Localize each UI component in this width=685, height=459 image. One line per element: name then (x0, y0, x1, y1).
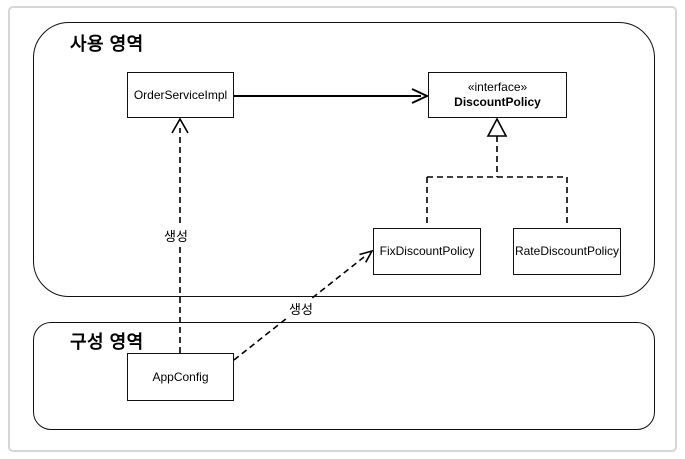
node-app-config: AppConfig (127, 353, 234, 401)
edge-label-create-fix-discount: 생성 (288, 299, 314, 318)
config-area-title: 구성 영역 (70, 332, 144, 352)
node-label: RateDiscountPolicy (514, 244, 620, 258)
node-label: AppConfig (152, 369, 209, 384)
node-label: OrderServiceImpl (133, 87, 228, 102)
node-discount-policy-interface: «interface» DiscountPolicy (428, 72, 567, 118)
node-label: DiscountPolicy (454, 95, 541, 109)
node-rate-discount-policy: RateDiscountPolicy (513, 228, 621, 275)
usage-area-title: 사용 영역 (70, 34, 144, 54)
node-order-service-impl: OrderServiceImpl (127, 72, 234, 118)
node-fix-discount-policy: FixDiscountPolicy (373, 228, 481, 275)
edge-label-create-order-service: 생성 (163, 226, 189, 245)
node-label: FixDiscountPolicy (379, 244, 475, 258)
interface-stereotype: «interface» (467, 80, 528, 94)
